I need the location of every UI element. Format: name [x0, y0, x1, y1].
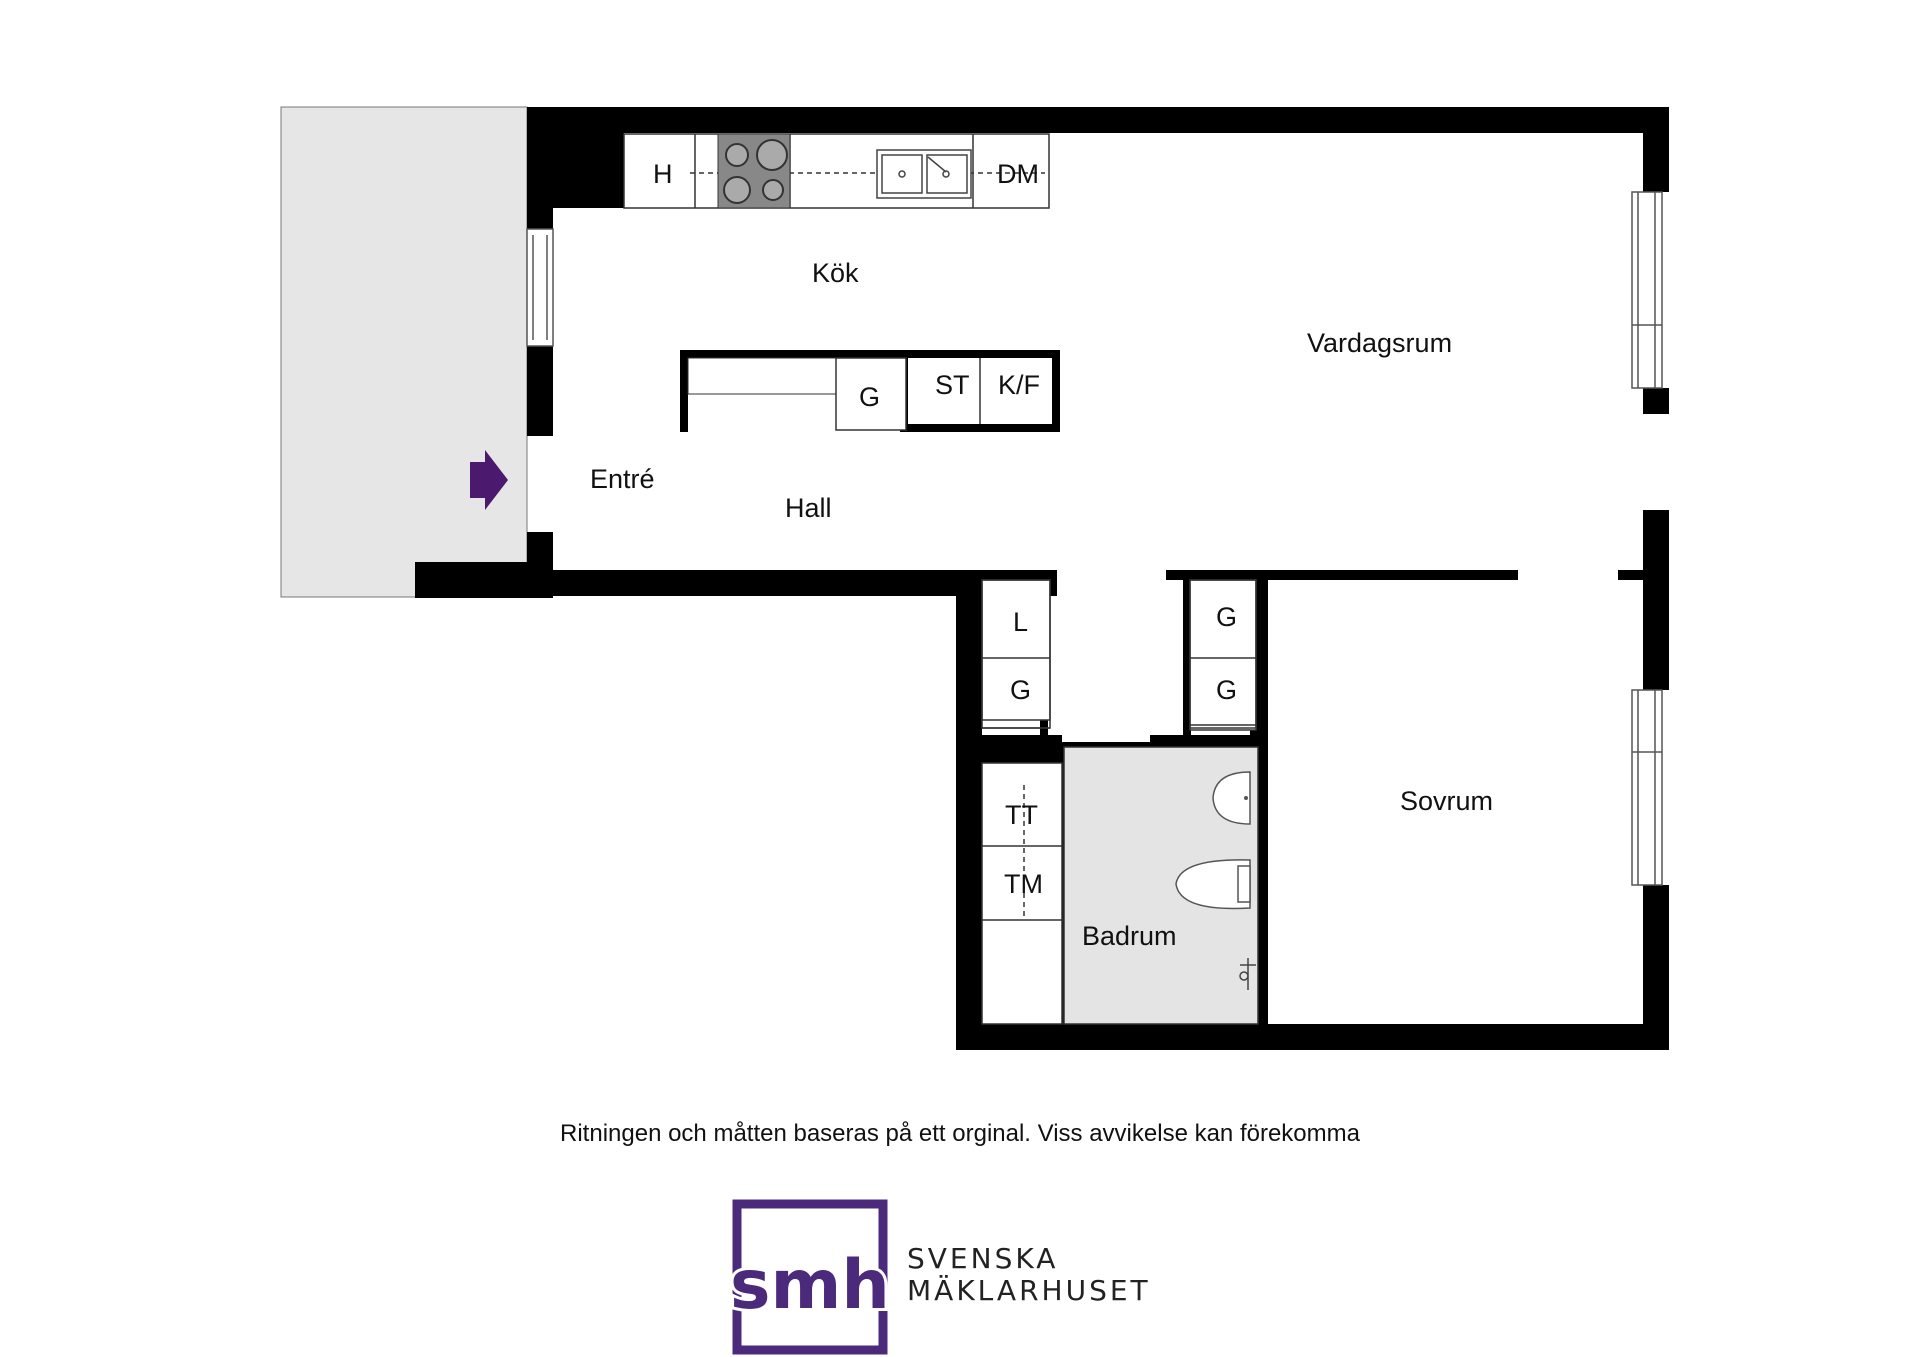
fixture-label-l: L: [1013, 607, 1028, 637]
fixture-label-tt: TT: [1005, 800, 1038, 830]
shower-faucet-icon: [1239, 958, 1256, 990]
balcony: [280, 106, 528, 598]
room-label-kok: Kök: [812, 258, 859, 288]
bathroom: [1063, 746, 1259, 1025]
entry-arrow-icon: [470, 450, 508, 510]
kitchen-sink: [876, 149, 972, 199]
fixture-label-g-left: G: [1010, 675, 1031, 705]
logo-line-2: MÄKLARHUSET: [907, 1274, 1151, 1307]
logo-mark-text: smh: [732, 1246, 890, 1325]
room-label-hall: Hall: [785, 493, 832, 523]
fixture-label-h: H: [653, 159, 673, 189]
disclaimer-text: Ritningen och måtten baseras på ett orgi…: [560, 1120, 1360, 1147]
fixture-label-tm: TM: [1004, 869, 1043, 899]
kitchen-counter: [623, 133, 1050, 209]
fixture-label-g-right-top: G: [1216, 602, 1237, 632]
kitchen-island: [680, 350, 1060, 432]
stove: [717, 133, 791, 209]
logo-line-1: SVENSKA: [907, 1242, 1059, 1275]
fixture-label-kf: K/F: [998, 370, 1040, 400]
toilet-icon: [1175, 859, 1251, 910]
fixture-label-dm: DM: [997, 159, 1039, 189]
hall-wardrobes: [981, 579, 1257, 731]
room-label-badrum: Badrum: [1082, 921, 1177, 951]
room-label-entre: Entré: [590, 464, 655, 494]
company-logo: smh SVENSKA MÄKLARHUSET: [732, 1196, 1152, 1356]
fixture-label-g-right-bottom: G: [1216, 675, 1237, 705]
laundry-closet: [981, 762, 1063, 1025]
fixture-label-g-island: G: [859, 382, 880, 412]
washbasin-icon: [1212, 771, 1251, 825]
room-label-vardagsrum: Vardagsrum: [1307, 328, 1452, 358]
smh-logo-mark-icon: smh: [732, 1199, 892, 1355]
fixture-label-st: ST: [935, 370, 970, 400]
outer-walls: [415, 107, 1669, 1050]
room-label-sovrum: Sovrum: [1400, 786, 1493, 816]
windows: [526, 191, 1663, 886]
